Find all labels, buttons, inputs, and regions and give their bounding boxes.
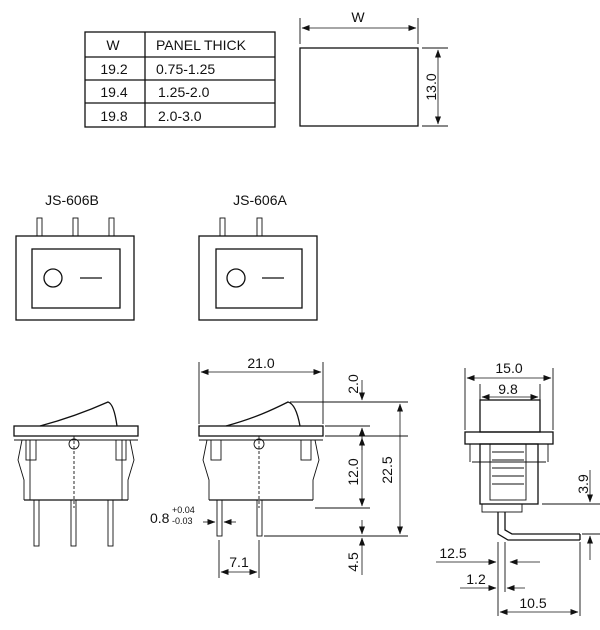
dim-terminal-thickness: 0.8 (150, 510, 170, 526)
switch-face-js-606b: JS-606B (15, 192, 135, 321)
switch-side-view: 15.0 9.8 3.9 12.5 1.2 10.5 (436, 360, 600, 616)
dim-overall-width: 15.0 (495, 360, 522, 376)
cutout-width-label: W (351, 9, 365, 25)
table-cell: 1.25-2.0 (158, 84, 210, 100)
dim-terminal-span: 12.5 (439, 545, 466, 561)
table-header-panel-thick: PANEL THICK (156, 37, 247, 53)
dim-tolerance-minus: -0.03 (172, 516, 193, 526)
switch-face-js-606a: JS-606A (198, 192, 318, 321)
cutout-height-label: 13.0 (423, 73, 439, 100)
dim-total-height: 22.5 (379, 456, 395, 483)
dim-terminal-reach: 10.5 (519, 595, 546, 611)
dimension-table: W PANEL THICK 19.2 0.75-1.25 19.4 1.25-2… (84, 31, 276, 128)
dim-offset: 3.9 (575, 474, 591, 494)
model-label-left: JS-606B (45, 192, 99, 208)
table-cell: 0.75-1.25 (156, 61, 215, 77)
dim-tolerance-plus: +0.04 (172, 505, 195, 515)
dim-body-height: 12.0 (345, 458, 361, 485)
dim-top-height: 2.0 (345, 374, 361, 394)
switch-front-view-right: 21.0 2.0 12.0 22.5 4.5 0.8 +0.04 -0.03 7… (150, 355, 408, 578)
dim-actuator-width: 9.8 (498, 381, 518, 397)
dim-terminal-width: 1.2 (466, 571, 486, 587)
table-header-w: W (106, 37, 120, 53)
table-cell: 19.4 (100, 84, 127, 100)
model-label-right: JS-606A (233, 192, 287, 208)
table-cell: 19.2 (100, 61, 127, 77)
dim-terminal-length: 4.5 (345, 552, 361, 572)
table-cell: 2.0-3.0 (158, 108, 202, 124)
dim-width: 21.0 (247, 355, 274, 371)
table-cell: 19.8 (100, 108, 127, 124)
panel-cutout: W 13.0 (299, 9, 448, 127)
switch-front-view-left (13, 401, 139, 547)
dim-terminal-pitch: 7.1 (229, 554, 249, 570)
